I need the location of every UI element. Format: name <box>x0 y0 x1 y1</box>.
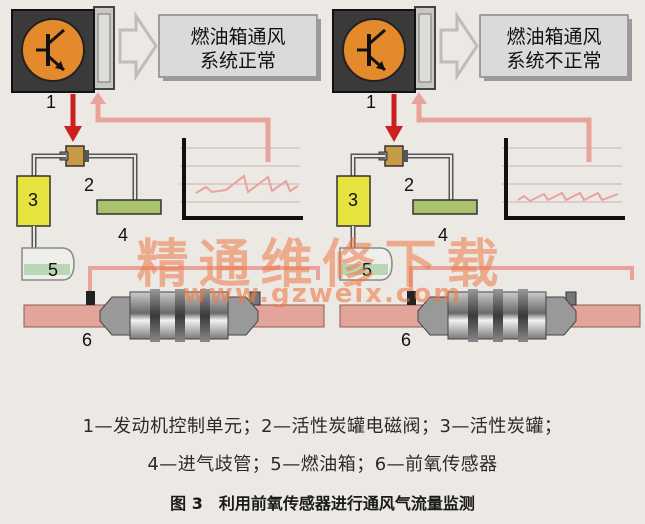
purge-valve <box>384 145 404 167</box>
arrow-down-icon <box>64 126 82 142</box>
feedback-line <box>416 100 592 162</box>
watermark-text: 精通维修下载 <box>136 234 509 295</box>
graph-right <box>502 138 625 220</box>
label-1: 1 <box>46 92 56 112</box>
watermark-url: www.gzweix.com <box>182 279 463 309</box>
arrow-right-icon <box>118 11 158 81</box>
label-5: 5 <box>362 260 372 280</box>
waveform-abnormal <box>517 191 619 203</box>
exhaust-left <box>23 266 325 342</box>
intake-manifold <box>412 199 478 215</box>
status-box <box>479 14 629 78</box>
exhaust-right <box>339 266 641 342</box>
canister <box>336 175 371 227</box>
label-2: 2 <box>84 175 94 195</box>
status-text: 系统正常 <box>200 50 276 72</box>
purge-valve <box>65 145 85 167</box>
o2-sensor <box>407 291 416 305</box>
label-2: 2 <box>404 175 414 195</box>
arrow-down-icon <box>385 126 403 142</box>
legend-line-1: 1—发动机控制单元；2—活性炭罐电磁阀；3—活性炭罐； <box>82 416 563 437</box>
arrow-right-icon <box>439 11 479 81</box>
panel-right <box>332 6 641 342</box>
legend-line-2: 4—进气歧管；5—燃油箱；6—前氧传感器 <box>147 454 498 475</box>
o2-sensor <box>86 291 95 305</box>
panel-left <box>11 6 325 342</box>
feedback-line <box>95 100 271 162</box>
figure-title: 图 3 利用前氧传感器进行通风气流量监测 <box>170 494 475 513</box>
waveform-normal <box>195 174 299 194</box>
label-6: 6 <box>401 330 411 350</box>
status-text: 燃油箱通风 <box>506 26 601 48</box>
label-3: 3 <box>28 190 38 210</box>
status-text: 系统不正常 <box>506 50 601 72</box>
transistor-icon <box>342 18 406 82</box>
intake-manifold <box>96 199 162 215</box>
label-3: 3 <box>348 190 358 210</box>
label-4: 4 <box>438 225 448 245</box>
label-6: 6 <box>82 330 92 350</box>
graph-left <box>180 138 303 220</box>
transistor-icon <box>21 18 85 82</box>
canister <box>16 175 51 227</box>
status-text: 燃油箱通风 <box>190 26 285 48</box>
label-5: 5 <box>48 260 58 280</box>
label-4: 4 <box>118 225 128 245</box>
label-1: 1 <box>366 92 376 112</box>
